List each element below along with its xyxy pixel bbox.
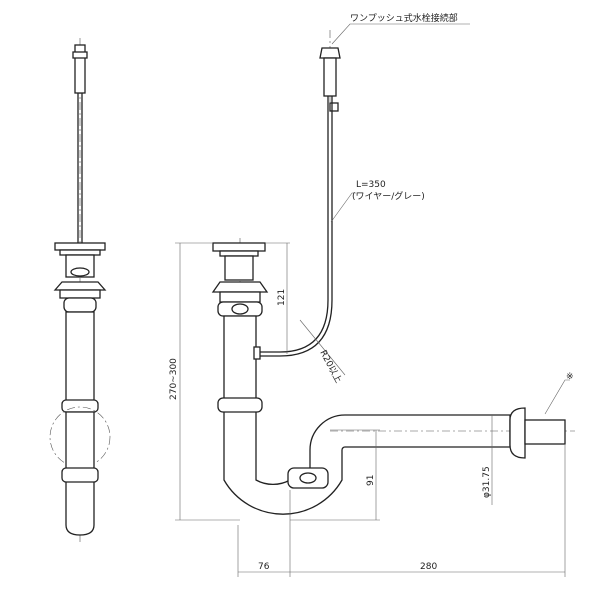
offset-label: 76 <box>258 562 270 572</box>
pipe-length-label: 280 <box>420 562 437 572</box>
dimensions <box>175 242 566 577</box>
dimension-labels: ワンプッシュ式水栓接続部 L=350 (ワイヤー/グレー) R20以上 ※ 27… <box>169 12 574 572</box>
wire-note-label: (ワイヤー/グレー) <box>352 190 425 202</box>
height-range-label: 270~300 <box>169 358 179 400</box>
front-view <box>211 238 575 515</box>
wire-assembly <box>260 30 341 357</box>
radius-label: R20以上 <box>317 348 343 385</box>
wire-length-label: L=350 <box>356 180 386 190</box>
connector-label: ワンプッシュ式水栓接続部 <box>350 12 458 24</box>
leaders <box>299 23 570 415</box>
wire-drop-label: 121 <box>277 289 287 306</box>
side-view <box>49 38 111 545</box>
note-mark: ※ <box>566 372 574 382</box>
pipe-diameter-label: φ31.75 <box>482 466 492 498</box>
trap-depth-label: 91 <box>366 475 376 486</box>
